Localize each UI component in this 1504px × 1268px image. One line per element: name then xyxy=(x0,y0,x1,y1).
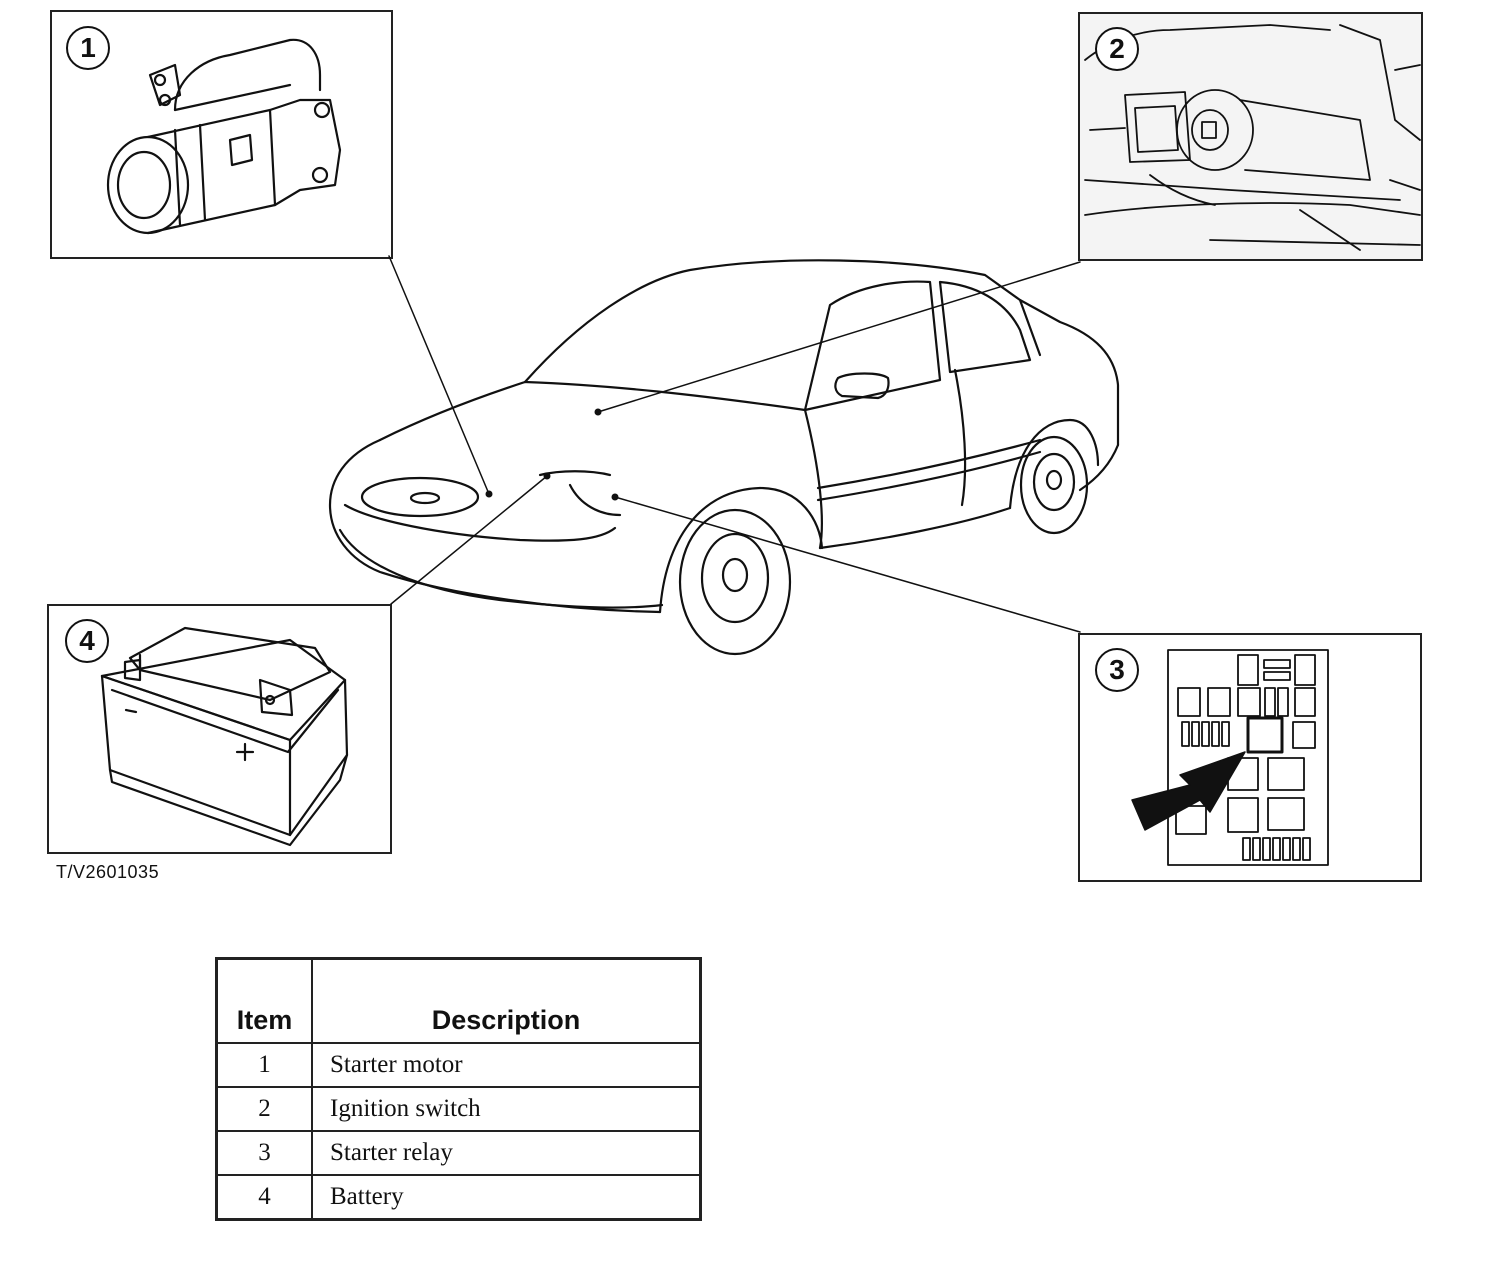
starter-motor-illustration xyxy=(106,38,342,235)
relay-pointer-arrow xyxy=(1131,751,1246,831)
legend-item-number: 2 xyxy=(215,1086,313,1132)
callout-2: 2 xyxy=(1095,27,1139,71)
legend-row: 2 Ignition switch xyxy=(215,1086,702,1132)
legend-row: 3 Starter relay xyxy=(215,1130,702,1176)
legend-item-description: Starter relay xyxy=(311,1130,702,1176)
legend-row: 1 Starter motor xyxy=(215,1042,702,1088)
sedan-illustration xyxy=(328,259,1120,656)
leader-dots xyxy=(485,408,619,501)
legend-item-description: Starter motor xyxy=(311,1042,702,1088)
callout-4: 4 xyxy=(65,619,109,663)
legend-header-row: Item Description xyxy=(215,957,702,1044)
legend-item-number: 1 xyxy=(215,1042,313,1088)
figure-code: T/V2601035 xyxy=(56,862,160,882)
legend-item-description: Ignition switch xyxy=(311,1086,702,1132)
callout-1: 1 xyxy=(66,26,110,70)
fuse-box-illustration xyxy=(1167,649,1329,866)
legend-header-description: Description xyxy=(311,957,702,1044)
legend-row: 4 Battery xyxy=(215,1174,702,1221)
legend-item-description: Battery xyxy=(311,1174,702,1221)
legend-item-number: 4 xyxy=(215,1174,313,1221)
legend-item-number: 3 xyxy=(215,1130,313,1176)
legend-header-item: Item xyxy=(215,957,313,1044)
legend-table: Item Description 1 Starter motor 2 Ignit… xyxy=(215,957,702,1221)
callout-3: 3 xyxy=(1095,648,1139,692)
leader-lines xyxy=(388,255,1081,633)
battery-illustration xyxy=(100,626,349,847)
